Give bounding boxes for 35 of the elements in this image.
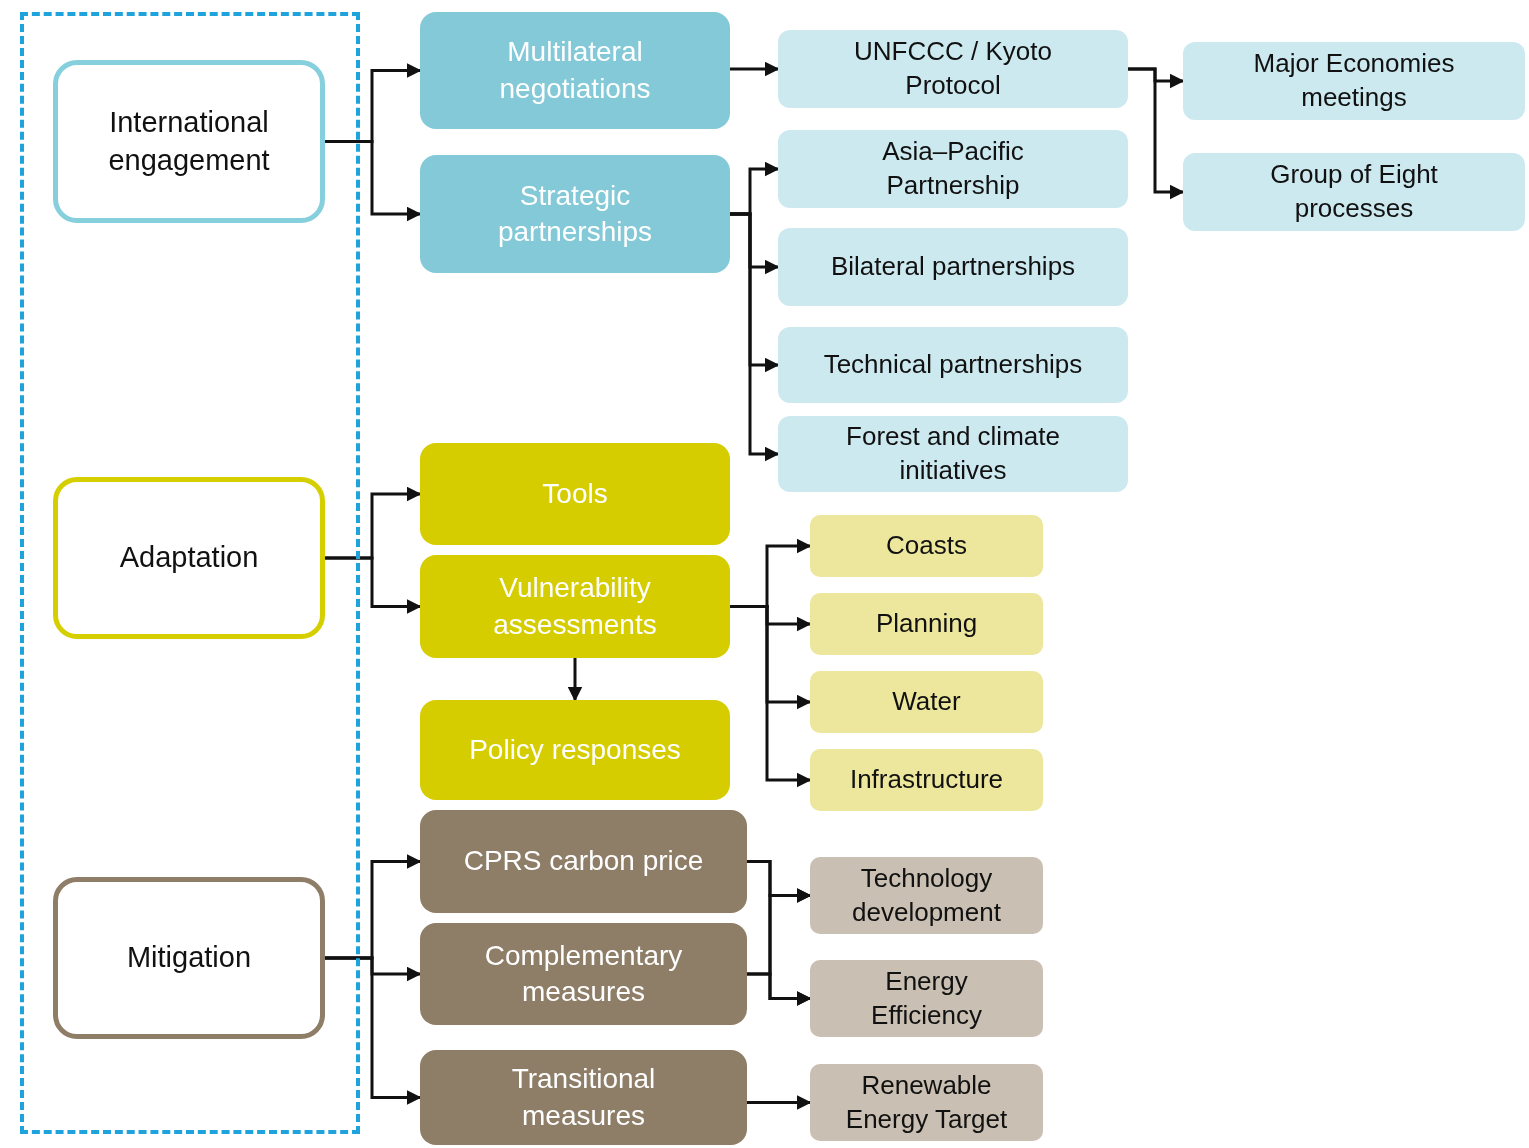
process-box: Planning (810, 593, 1043, 655)
connector-arrow (747, 1095, 812, 1110)
connector-arrow (730, 605, 812, 788)
process-box: CPRS carbon price (420, 810, 747, 913)
process-box: Renewable Energy Target (810, 1064, 1043, 1141)
process-box: Complementary measures (420, 923, 747, 1025)
process-box: Energy Efficiency (810, 960, 1043, 1037)
process-box: Bilateral partnerships (778, 228, 1128, 306)
process-box: Major Economies meetings (1183, 42, 1525, 120)
process-box: Multilateral negotiations (420, 12, 730, 129)
connector-arrow (567, 658, 583, 702)
process-box: Vulnerability assessments (420, 555, 730, 658)
process-box: Adaptation (53, 477, 325, 639)
dashed-frame (20, 12, 360, 1134)
process-box: Mitigation (53, 877, 325, 1039)
process-box: Coasts (810, 515, 1043, 577)
process-box: Transitional measures (420, 1050, 747, 1145)
process-box: Asia–Pacific Partnership (778, 130, 1128, 208)
connector-arrow (730, 212, 780, 462)
connector-arrow (747, 972, 812, 1006)
connector-arrow (325, 956, 422, 1105)
connector-arrow (1128, 67, 1185, 200)
connector-arrow (325, 556, 422, 614)
process-box: International engagement (53, 60, 325, 223)
connector-arrow (730, 61, 780, 77)
process-box: Forest and climate initiatives (778, 416, 1128, 492)
process-box: Infrastructure (810, 749, 1043, 811)
process-box: Tools (420, 443, 730, 545)
process-box: Group of Eight processes (1183, 153, 1525, 231)
process-box: Strategic partnerships (420, 155, 730, 273)
process-box: Policy responses (420, 700, 730, 800)
process-box: Water (810, 671, 1043, 733)
process-box: UNFCCC / Kyoto Protocol (778, 30, 1128, 108)
process-box: Technology development (810, 857, 1043, 934)
process-box: Technical partnerships (778, 327, 1128, 403)
